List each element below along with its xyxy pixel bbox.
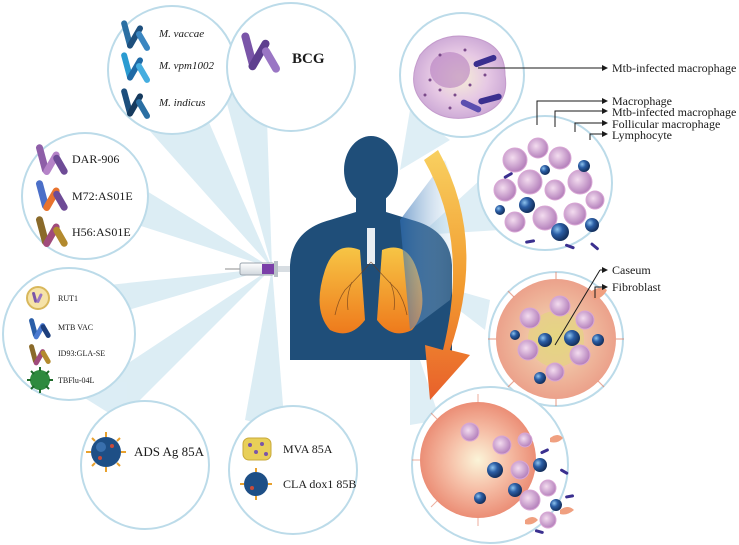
- stage4-granuloma: [412, 394, 575, 534]
- label-mva85a: MVA 85A: [283, 442, 333, 456]
- label-m-vaccae: M. vaccae: [159, 28, 205, 40]
- bacillus-icon-vaccae: [121, 20, 150, 51]
- bacillus-icon-bcg: [241, 32, 280, 73]
- ads-particle-icon: [86, 432, 126, 472]
- label-dar906: DAR-906: [72, 152, 120, 166]
- label-follicular-macrophage: Follicular macrophage: [612, 117, 721, 131]
- stage3-granuloma: [488, 272, 624, 406]
- cla-particle-icon: [240, 468, 272, 500]
- label-cla-dox1: CLA dox1 85B: [283, 477, 357, 491]
- bacillus-icon-dar906: [36, 144, 68, 175]
- arrow-heads: [602, 65, 608, 290]
- stage1-macrophage: [413, 35, 507, 119]
- label-macrophage: Macrophage: [612, 94, 672, 108]
- circle-viral: [228, 405, 358, 535]
- bacillus-icon-m72: [36, 180, 68, 211]
- circle-ads: [80, 400, 210, 530]
- label-m72: M72:AS01E: [72, 189, 133, 203]
- label-stage1-infected-macrophage: Mtb-infected macrophage: [612, 61, 737, 75]
- label-m-indicus: M. indicus: [159, 97, 206, 109]
- rut1-icon: [26, 286, 50, 310]
- label-mtb-infected-macrophage: Mtb-infected macrophage: [612, 105, 737, 119]
- circle-bcg: [226, 2, 356, 132]
- label-caseum: Caseum: [612, 263, 651, 277]
- label-id93: ID93:GLA-SE: [58, 349, 106, 358]
- label-tbflu: TBFlu-04L: [58, 376, 95, 385]
- bacillus-icon-vpm1002: [121, 52, 150, 83]
- label-ads-ag85a: ADS Ag 85A: [134, 444, 205, 459]
- bacillus-icon-mtbvac: [29, 318, 51, 340]
- tbflu-virus-icon: [27, 367, 53, 393]
- label-bcg: BCG: [292, 51, 325, 67]
- progression-arrow: [424, 150, 470, 400]
- leader-lines: [478, 67, 604, 346]
- bacillus-icon-h56: [36, 216, 68, 247]
- label-h56: H56:AS01E: [72, 225, 131, 239]
- mva-particle-icon: [242, 437, 272, 461]
- fibroblast-shape: [590, 287, 607, 300]
- label-m-vpm1002: M. vpm1002: [159, 60, 214, 72]
- label-rut1: RUT1: [58, 294, 78, 303]
- label-mtbvac: MTB VAC: [58, 323, 94, 332]
- label-lymphocyte: Lymphocyte: [612, 128, 672, 142]
- stage2-granuloma: [493, 137, 605, 251]
- label-fibroblast: Fibroblast: [612, 280, 661, 294]
- bacillus-icon-indicus: [121, 88, 150, 119]
- bacillus-icon-id93: [29, 344, 51, 366]
